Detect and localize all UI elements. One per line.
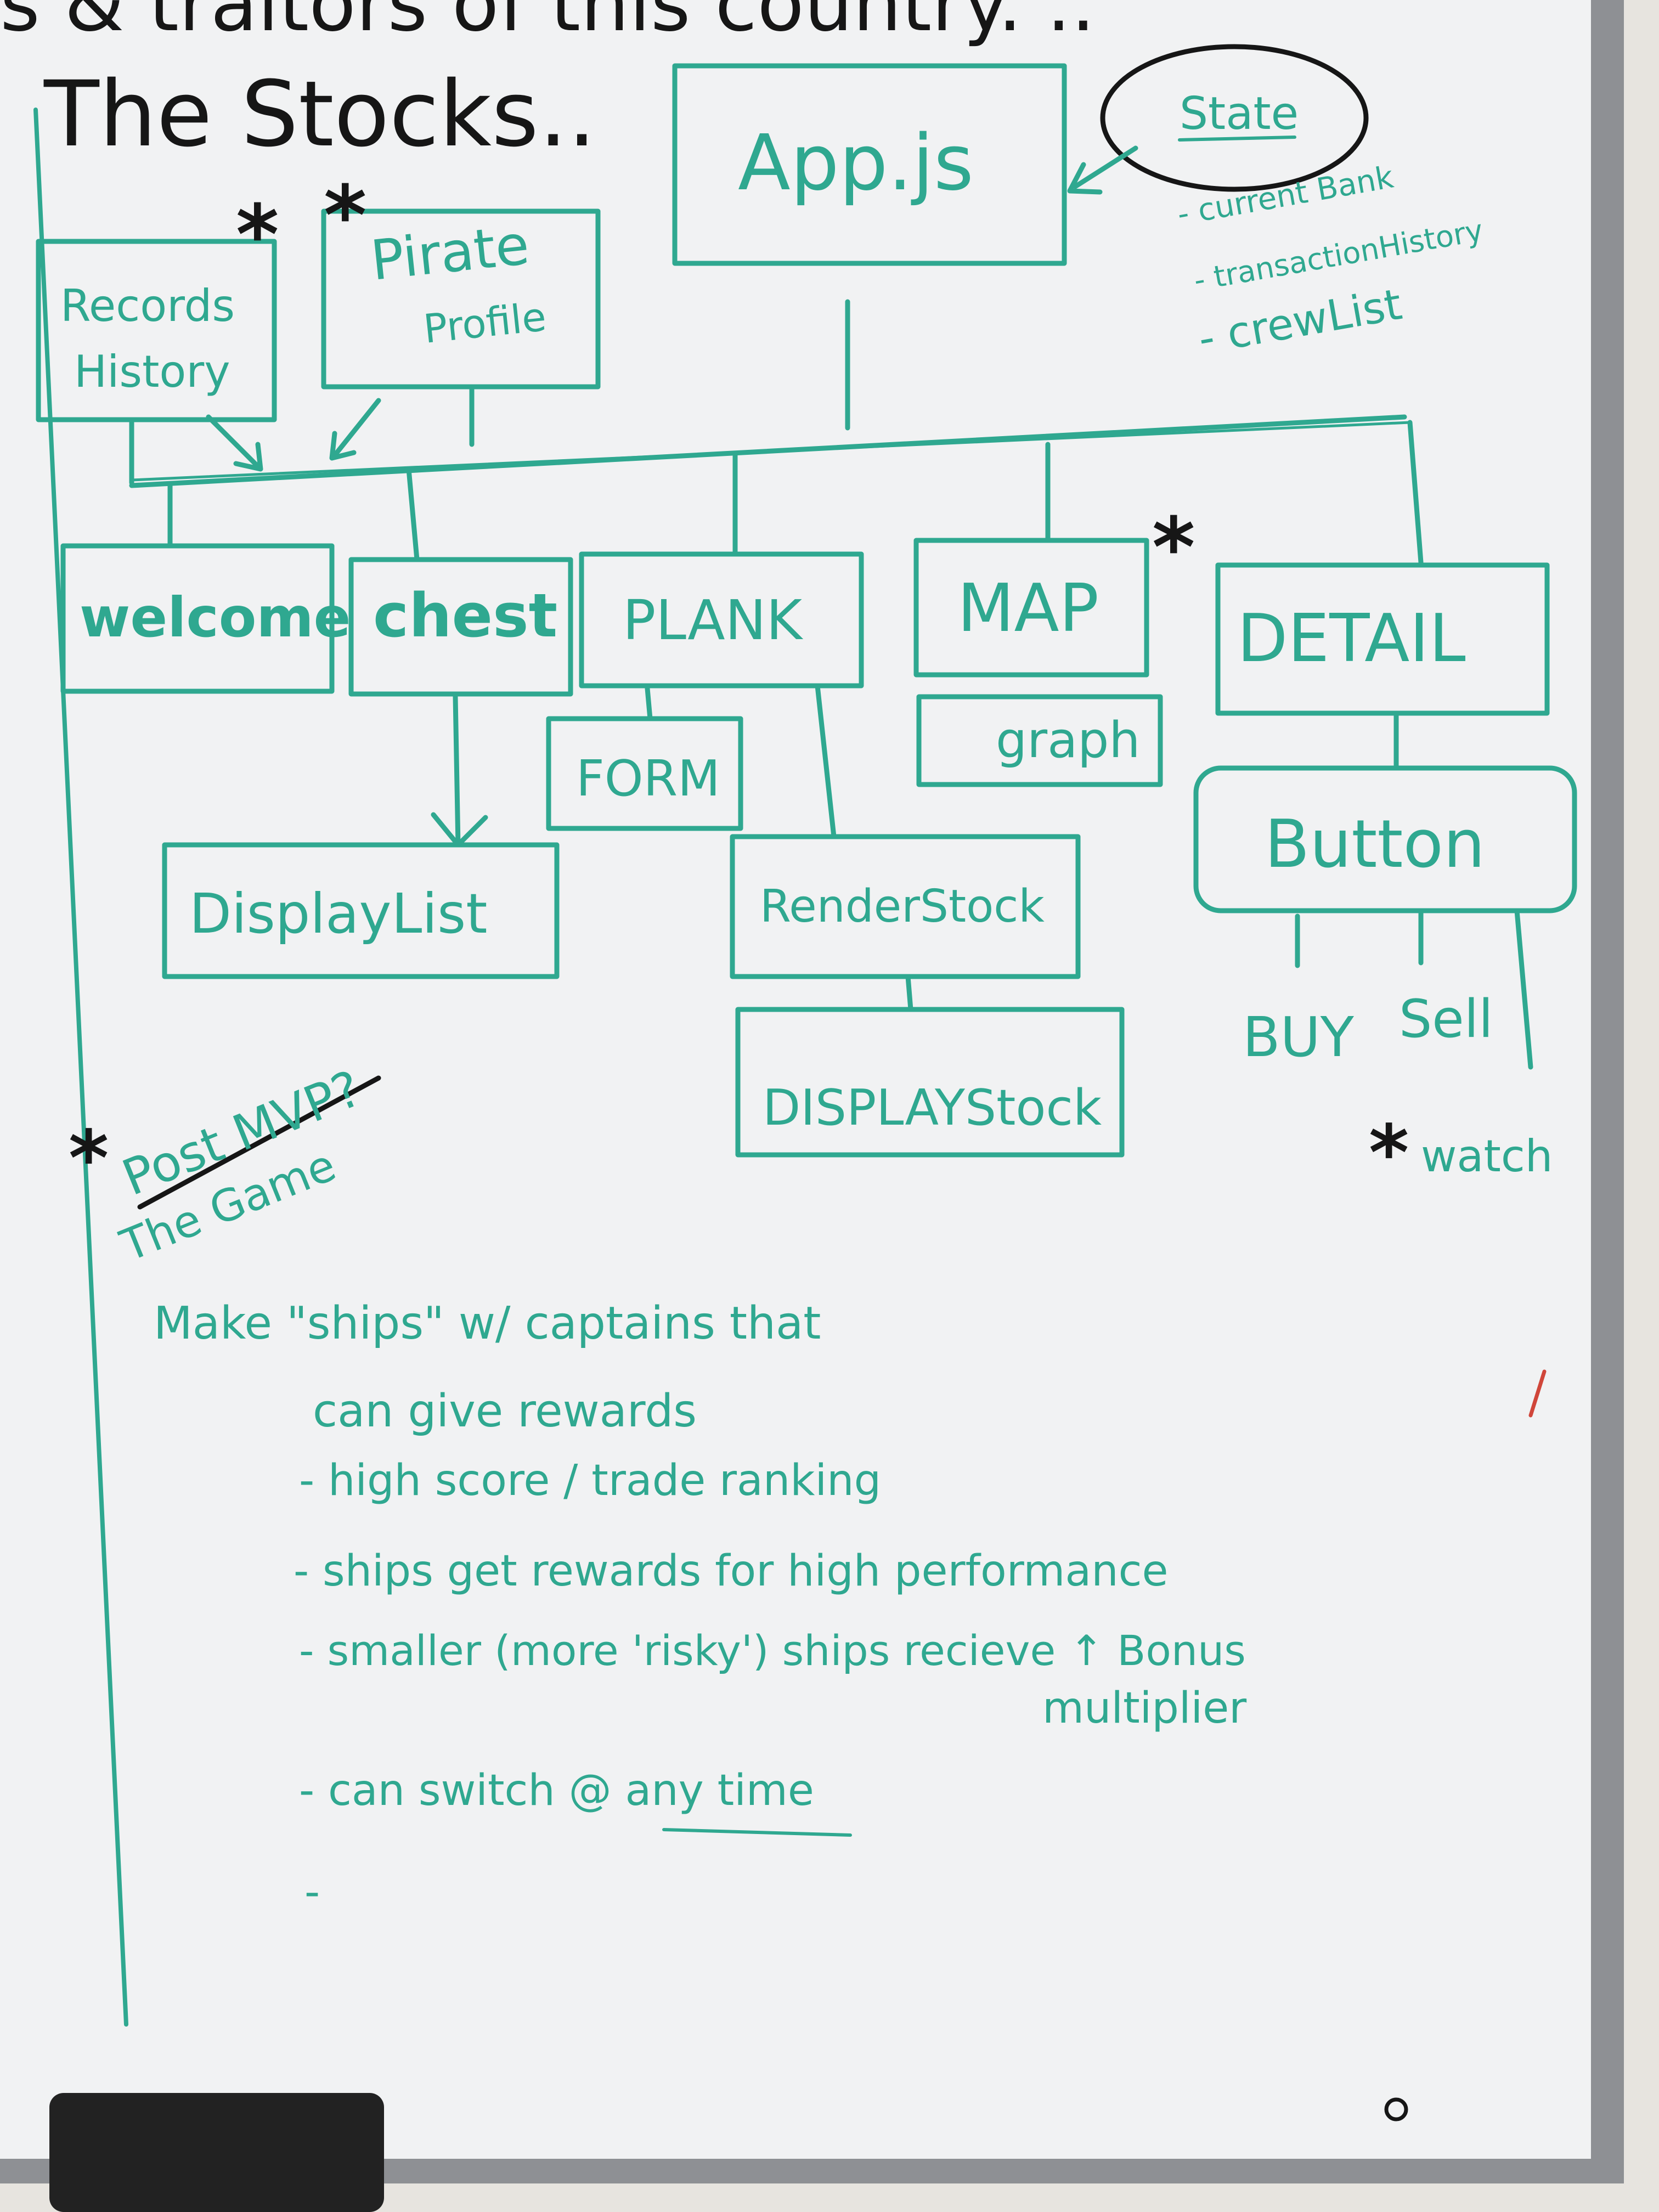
chest-box: [348, 557, 573, 697]
records-arrow: [206, 414, 263, 472]
asterisk-records: *: [236, 188, 279, 283]
button-box: [1193, 765, 1577, 913]
renderstock-label: RenderStock: [760, 881, 1045, 933]
notes-bullet-4: - can switch @ any time: [299, 1766, 814, 1815]
displaystock-label: DISPLAYStock: [763, 1079, 1102, 1137]
stray-circle-mark: [1384, 2097, 1408, 2121]
postmvp-strike: [137, 1075, 381, 1210]
graph-box: [916, 694, 1163, 787]
welcome-label: welcome: [80, 585, 351, 650]
watch-label: watch: [1421, 1131, 1553, 1182]
header-line-1: s & traitors of this country. ..: [0, 0, 1096, 49]
displaylist-label: DisplayList: [189, 882, 487, 946]
records-label-1: Records: [60, 280, 235, 331]
stray-red-mark: [1528, 1369, 1547, 1418]
map-label: MAP: [957, 571, 1099, 647]
notes-bullet-1: - high score / trade ranking: [299, 1456, 881, 1505]
notes-bullet-3: - smaller (more 'risky') ships recieve ↑…: [299, 1626, 1246, 1675]
chest-label: chest: [373, 580, 557, 651]
whiteboard-surface: [0, 0, 1591, 2159]
to-chest: [406, 466, 420, 562]
sell-label: Sell: [1399, 989, 1493, 1049]
state-arrowhead: [1067, 162, 1103, 195]
asterisk-pirate: *: [324, 168, 366, 264]
notes-bullet-3-cont: multiplier: [1042, 1684, 1247, 1733]
plank-to-renderstock: [815, 683, 837, 839]
state-ellipse: [1100, 44, 1369, 192]
asterisk-watch: *: [1369, 1109, 1409, 1198]
whiteboard-frame-right: [1591, 0, 1624, 2183]
displaylist-box: [162, 842, 560, 979]
pirate-box: [321, 208, 601, 390]
arrowhead-displaylist: [431, 812, 488, 848]
graph-label: graph: [996, 712, 1140, 769]
state-arrow: [1073, 145, 1138, 189]
pirate-arrow: [329, 398, 381, 461]
detail-label: DETAIL: [1237, 601, 1466, 677]
asterisk-postmvp: *: [69, 1114, 109, 1204]
records-label-2: History: [74, 346, 230, 397]
map-box: [913, 538, 1149, 678]
bus-line-2: [130, 421, 1412, 482]
notes-intro-2: can give rewards: [313, 1385, 697, 1437]
renderstock-to-displaystock: [905, 974, 913, 1012]
detail-drop: [1407, 420, 1424, 565]
renderstock-box: [730, 834, 1081, 979]
button-label: Button: [1265, 806, 1485, 883]
asterisk-map: *: [1152, 500, 1195, 596]
state-title: State: [1180, 88, 1299, 140]
displaystock-box: [735, 1007, 1125, 1158]
notes-bullet-2: - ships get rewards for high performance: [294, 1547, 1169, 1596]
plank-box: [579, 551, 864, 689]
plank-to-form: [645, 686, 653, 721]
detail-box: [1215, 562, 1550, 716]
eraser: [49, 2093, 384, 2212]
plank-label: PLANK: [623, 588, 804, 652]
buy-label: BUY: [1243, 1005, 1355, 1069]
chest-to-displaylist: [453, 694, 461, 848]
connectors: [129, 136, 1533, 1837]
records-box: [36, 239, 277, 422]
notes-bullet-5: -: [304, 1867, 320, 1917]
app-box: [672, 63, 1067, 266]
app-label: App.js: [738, 119, 974, 208]
form-box: [546, 716, 743, 831]
header-line-2: The Stocks..: [43, 61, 596, 167]
margin-line: [33, 108, 128, 2027]
notes-intro-1: Make "ships" w/ captains that: [154, 1297, 821, 1350]
button-to-watch: [1514, 908, 1533, 1070]
welcome-box: [60, 543, 335, 694]
form-label: FORM: [576, 750, 720, 808]
any-underline: [662, 1828, 852, 1837]
state-underline: [1178, 136, 1296, 142]
